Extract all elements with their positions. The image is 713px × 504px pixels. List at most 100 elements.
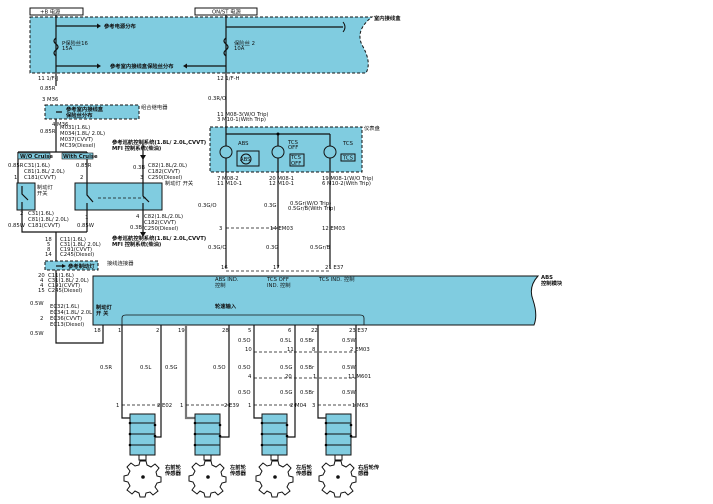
diagram-label: 20 bbox=[38, 273, 45, 279]
sensor-coil-icon bbox=[193, 413, 222, 461]
diagram-label: 制动灯 开关 bbox=[165, 179, 194, 187]
diagram-label: 2 E39 bbox=[224, 403, 239, 409]
diagram-label: 0.3G/O bbox=[208, 245, 226, 251]
diagram-label: 4 bbox=[136, 214, 140, 220]
diagram-label: 0.5W bbox=[342, 338, 356, 344]
diagram-label: 0.5O bbox=[238, 390, 251, 396]
diagram-label: 保险丝 2 bbox=[234, 39, 255, 47]
diagram-label: 11 M10-1 bbox=[217, 181, 242, 187]
with-cruise-badge bbox=[61, 152, 94, 160]
diagram-label: 开 关 bbox=[96, 309, 109, 317]
diagram-label: 0.5Br bbox=[300, 390, 315, 396]
abs-warning-lamp-icon bbox=[219, 145, 233, 159]
tcs-lamp-icon bbox=[323, 145, 337, 159]
tcs-off-lamp-icon bbox=[271, 145, 285, 159]
diagram-label: 20 M08-1 bbox=[269, 176, 294, 182]
diagram-label: 1 M63 bbox=[352, 403, 368, 409]
diagram-label: 23 E37 bbox=[349, 328, 368, 334]
diagram-label: 参考巡航控制系统(1.8L/ 2.0L,CVVT) bbox=[112, 138, 206, 146]
diagram-label: 0.85W bbox=[77, 223, 95, 229]
diagram-label: C31(1.6L) bbox=[24, 163, 50, 169]
diagram-label: ON/ST 电源 bbox=[212, 8, 241, 16]
diagram-label: 0.5Br bbox=[300, 338, 315, 344]
diagram-label: C191(CVVT) bbox=[60, 247, 92, 253]
diagram-label: W/O Cruise bbox=[20, 154, 53, 160]
diagram-label: 控制模块 bbox=[541, 279, 563, 287]
diagram-label: OFF bbox=[291, 161, 301, 167]
diagram-label: 0.85R bbox=[40, 129, 56, 135]
diagram-label: 1 bbox=[85, 215, 88, 221]
diagram-label: 12 EM03 bbox=[322, 226, 345, 232]
instrument-cluster: 0.3R/O 11 M08-3(W/O Trip) 3 M10-1(With T… bbox=[198, 96, 381, 272]
diagram-label: TCS bbox=[342, 141, 354, 147]
tone-wheel-icon bbox=[255, 460, 294, 498]
diagram-label: 3 bbox=[312, 403, 315, 409]
tone-wheel-icon bbox=[318, 460, 357, 498]
diagram-label: EC34(1.8L/ 2.0L) bbox=[50, 310, 94, 316]
diagram-label: 18 bbox=[94, 328, 101, 334]
diagram-label: C31(1.8L/ 2.0L) bbox=[48, 278, 89, 284]
diagram-label: 传感器 bbox=[229, 469, 247, 477]
sensor-coil-icon bbox=[128, 413, 157, 461]
diagram-label: C81(1.8L/ 2.0L) bbox=[28, 217, 69, 223]
diagram-label: 0.5W bbox=[342, 390, 356, 396]
tone-wheel-icon bbox=[188, 460, 227, 498]
diagram-label: MC39(Diesel) bbox=[60, 143, 95, 149]
wheel-sensor-wiring: 0.5R 0.5L 0.5G 0.5O 0.5O 0.5L 0.5Br 0.5W… bbox=[100, 325, 371, 438]
diagram-label: C31(1.8L/ 2.0L) bbox=[60, 242, 101, 248]
sensor-coil-icon bbox=[260, 413, 289, 461]
diagram-label: 14 bbox=[45, 252, 52, 258]
diagram-label: 2 bbox=[156, 328, 159, 334]
diagram-label: C250(Diesel) bbox=[144, 226, 178, 232]
diagram-label: 10A bbox=[234, 46, 245, 52]
diagram-label: 1 bbox=[118, 328, 121, 334]
diagram-label: 4 bbox=[248, 374, 252, 380]
diagram-label: 10 bbox=[245, 347, 252, 353]
diagram-label: 5 bbox=[248, 328, 251, 334]
diagram-label: 传感器 bbox=[295, 469, 313, 477]
diagram-label: 制动灯 bbox=[37, 183, 54, 191]
diagram-label: C31(1.6L) bbox=[28, 211, 54, 217]
diagram-label: 0.5Gr/B bbox=[310, 245, 330, 251]
diagram-label: TCS bbox=[287, 140, 299, 146]
diagram-label: 19 bbox=[178, 328, 185, 334]
tone-wheel-icon bbox=[123, 460, 162, 498]
diagram-label: 4 bbox=[40, 283, 44, 289]
diagram-label: 18 bbox=[45, 237, 52, 243]
diagram-label: C245(Diesel) bbox=[60, 252, 94, 258]
diagram-label: EC13(Diesel) bbox=[50, 322, 84, 328]
diagram-label: With Cruise bbox=[63, 154, 98, 160]
diagram-label: C82(1.8L/2.0L) bbox=[148, 163, 187, 169]
diagram-label: 控制 bbox=[215, 281, 226, 289]
diagram-label: 0.5G bbox=[165, 365, 178, 371]
diagram-label: 制动灯 bbox=[96, 303, 113, 311]
diagram-label: 1 bbox=[180, 403, 183, 409]
diagram-label: 右前轮 bbox=[165, 463, 182, 471]
diagram-label: 2 M04 bbox=[290, 403, 307, 409]
diagram-label: 1 bbox=[14, 175, 17, 181]
diagram-label: 0.3G bbox=[266, 245, 279, 251]
diagram-label: 保险丝分布 bbox=[65, 111, 93, 119]
diagram-label: 3 bbox=[140, 175, 143, 181]
diagram-label: C181(CVVT) bbox=[24, 175, 56, 181]
diagram-label: 0.5L bbox=[140, 365, 151, 371]
diagram-label: C245(Diesel) bbox=[48, 288, 82, 294]
diagram-label: 0.85R bbox=[8, 163, 24, 169]
diagram-label: MFI 控制系统(柴油) bbox=[112, 144, 161, 152]
diagram-label: MFI 控制系统(柴油) bbox=[112, 240, 161, 248]
diagram-label: 参考巡航控制系统(1.8L/ 2.0L,CVVT) bbox=[112, 234, 206, 242]
diagram-label: 11 bbox=[287, 347, 294, 353]
diagram-label: 参考室内接线盒 bbox=[66, 105, 104, 113]
diagram-label: 0.5O bbox=[238, 338, 251, 344]
diagram-label: 4 M36 bbox=[52, 122, 69, 128]
diagram-label: 11 M08-3(W/O Trip) bbox=[217, 112, 269, 118]
diagram-label: 22 bbox=[311, 328, 318, 334]
diagram-label: 0.5G bbox=[280, 390, 293, 396]
diagram-label: 1 bbox=[313, 374, 316, 380]
diagram-label: 21 E37 bbox=[325, 265, 344, 271]
diagram-label: 2 bbox=[20, 211, 23, 217]
diagram-label: 组合继电器 bbox=[141, 103, 168, 111]
diagram-label: 28 bbox=[222, 328, 229, 334]
